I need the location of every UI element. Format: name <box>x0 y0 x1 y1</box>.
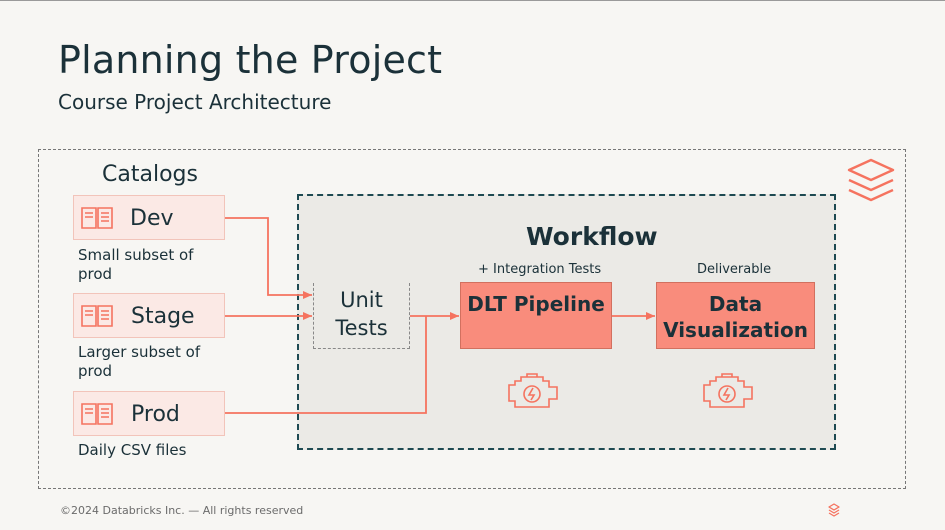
unit-tests-box: Unit Tests <box>313 283 410 349</box>
engine-icon <box>703 373 753 408</box>
top-rule <box>0 0 945 1</box>
slide-subtitle: Course Project Architecture <box>58 90 332 114</box>
catalog-description: Larger subset of prod <box>78 343 201 380</box>
dev-to-unit-arrow <box>225 217 312 299</box>
prod-connector-line <box>225 316 427 414</box>
footer-copyright: ©2024 Databricks Inc. — All rights reser… <box>60 504 304 517</box>
dlt-caption: + Integration Tests <box>478 262 602 277</box>
catalog-description: Small subset of prod <box>78 246 194 283</box>
slide-title: Planning the Project <box>58 38 443 82</box>
databricks-logo-icon <box>847 158 895 202</box>
dlt-pipeline-box: DLT Pipeline <box>460 282 612 349</box>
viz-caption: Deliverable <box>697 262 772 277</box>
catalog-dev: Dev <box>73 195 225 240</box>
catalog-icon <box>81 305 113 327</box>
workflow-title: Workflow <box>526 222 658 251</box>
catalog-name: Stage <box>131 304 195 329</box>
catalogs-heading: Catalogs <box>102 162 198 187</box>
architecture-frame <box>38 149 906 489</box>
catalog-stage: Stage <box>73 293 225 338</box>
catalog-icon <box>81 403 113 425</box>
catalog-prod: Prod <box>73 391 225 436</box>
catalog-icon <box>81 207 113 229</box>
catalog-name: Prod <box>131 402 180 427</box>
catalog-description: Daily CSV files <box>78 441 187 459</box>
catalog-name: Dev <box>130 206 174 231</box>
data-visualization-box: Data Visualization <box>656 282 815 349</box>
databricks-logo-icon <box>828 503 840 517</box>
engine-icon <box>508 373 558 408</box>
